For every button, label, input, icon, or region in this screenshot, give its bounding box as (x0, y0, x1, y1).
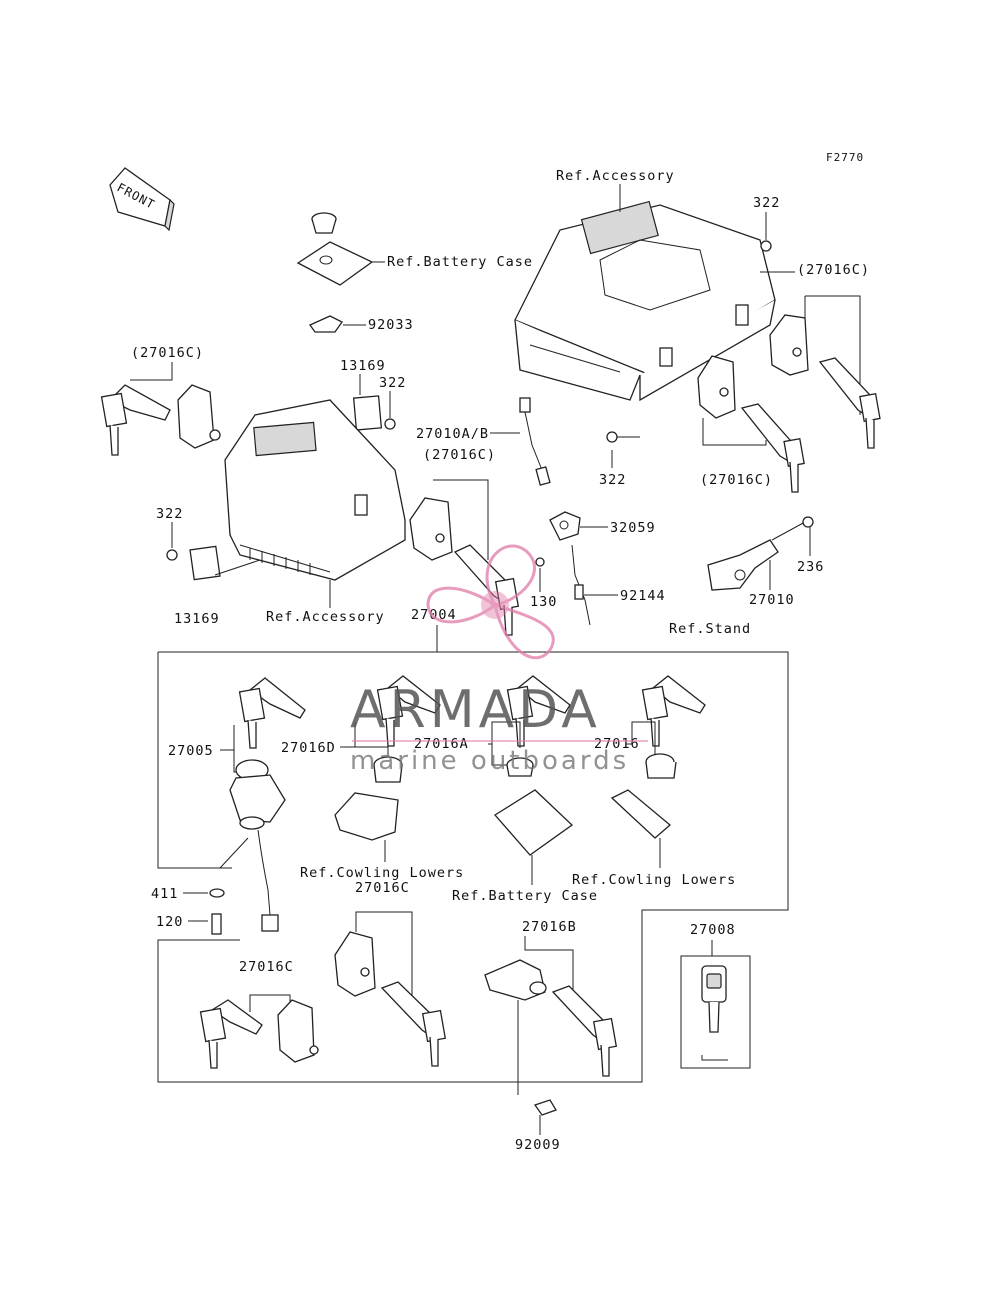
battery-case-cover-icon (296, 241, 374, 286)
part-13169-top: 13169 (340, 358, 386, 374)
part-322-mid: 322 (599, 472, 626, 488)
key-icon (100, 384, 171, 456)
key-icon (551, 985, 618, 1077)
front-arrow-icon (109, 167, 175, 232)
key-icon (641, 675, 706, 747)
cable-icon (519, 397, 551, 486)
key-icon (380, 981, 447, 1067)
kit-outline (157, 651, 789, 1083)
part-27010: 27010 (749, 592, 795, 608)
part-92009: 92009 (515, 1137, 561, 1153)
cowling-lid-icon (610, 789, 672, 839)
key-icon (740, 403, 805, 493)
clip-icon (309, 315, 343, 333)
screw-icon (533, 1099, 557, 1116)
lock-cylinder-icon (334, 931, 376, 997)
ref-stand: Ref.Stand (669, 621, 751, 637)
part-322-left-top: 322 (379, 375, 406, 391)
lock-cylinder-icon (484, 959, 547, 1001)
part-27016C-mid: (27016C) (423, 447, 496, 463)
nut-icon (166, 549, 178, 561)
part-27008: 27008 (690, 922, 736, 938)
cap-plug-icon (311, 212, 337, 234)
ref-cowling-lowers-2: Ref.Cowling Lowers (572, 872, 736, 888)
stand-bracket-icon (707, 539, 779, 591)
lock-cylinder-icon (645, 753, 677, 779)
key-icon (506, 675, 571, 747)
lock-cylinder-icon (409, 497, 453, 561)
cowling-lid-icon (334, 792, 399, 841)
part-27016C-box2: 27016C (239, 959, 294, 975)
part-27005: 27005 (168, 743, 214, 759)
part-27010AB: 27010A/B (416, 426, 489, 442)
ref-accessory-left: Ref.Accessory (266, 609, 385, 625)
lock-cylinder-icon (177, 384, 221, 449)
lock-cylinder-icon (697, 355, 736, 419)
key-icon (199, 999, 263, 1069)
lock-cylinder-icon (506, 757, 534, 777)
lock-cylinder-icon (769, 314, 809, 376)
part-27016C-right: (27016C) (797, 262, 870, 278)
watermark-title: ARMADA (350, 680, 601, 740)
left-case-icon (224, 399, 406, 581)
part-27016C-box: 27016C (355, 880, 410, 896)
key-icon (238, 677, 306, 749)
nut-icon (384, 418, 396, 430)
part-27016C-bottom-right: (27016C) (700, 472, 773, 488)
part-92033: 92033 (368, 317, 414, 333)
watermark-logo (426, 544, 555, 660)
bolt-icon (211, 913, 222, 935)
part-27016: 27016 (594, 736, 640, 752)
ref-battery-case-top: Ref.Battery Case (387, 254, 533, 270)
watermark-subtitle: marine outboards (350, 746, 629, 776)
ignition-switch-icon (229, 759, 286, 932)
propeller-icon (426, 544, 555, 660)
part-130: 130 (530, 594, 557, 610)
nut-icon (606, 431, 618, 443)
part-322-top: 322 (753, 195, 780, 211)
bracket-icon (189, 545, 221, 581)
bolt-icon (802, 516, 814, 528)
part-27016B: 27016B (522, 919, 577, 935)
key-icon (818, 357, 881, 449)
bracket-icon (549, 511, 581, 541)
lock-cylinder-icon (373, 756, 403, 783)
key-icon (376, 675, 441, 747)
ref-battery-case-mid: Ref.Battery Case (452, 888, 598, 904)
diagram-code: F2770 (826, 151, 864, 164)
part-27016A: 27016A (414, 736, 469, 752)
part-92144: 92144 (620, 588, 666, 604)
battery-case-cover-icon (494, 789, 574, 856)
nut-icon (760, 240, 772, 252)
key-card-frame (680, 955, 751, 1069)
part-236: 236 (797, 559, 824, 575)
part-120: 120 (156, 914, 183, 930)
spring-icon (574, 584, 584, 600)
top-case-icon (514, 200, 776, 402)
part-27016C-left: (27016C) (131, 345, 204, 361)
lock-cylinder-icon (277, 999, 319, 1063)
part-27016D: 27016D (281, 740, 336, 756)
part-32059: 32059 (610, 520, 656, 536)
bracket-icon (352, 395, 383, 431)
washer-icon (209, 888, 225, 898)
blank-key-icon (701, 965, 728, 1061)
part-411: 411 (151, 886, 178, 902)
bolt-icon (535, 557, 545, 567)
key-icon (453, 544, 520, 636)
part-13169-bottom: 13169 (174, 611, 220, 627)
part-322-left: 322 (156, 506, 183, 522)
ref-accessory-top: Ref.Accessory (556, 168, 675, 184)
ref-cowling-lowers-1: Ref.Cowling Lowers (300, 865, 464, 881)
